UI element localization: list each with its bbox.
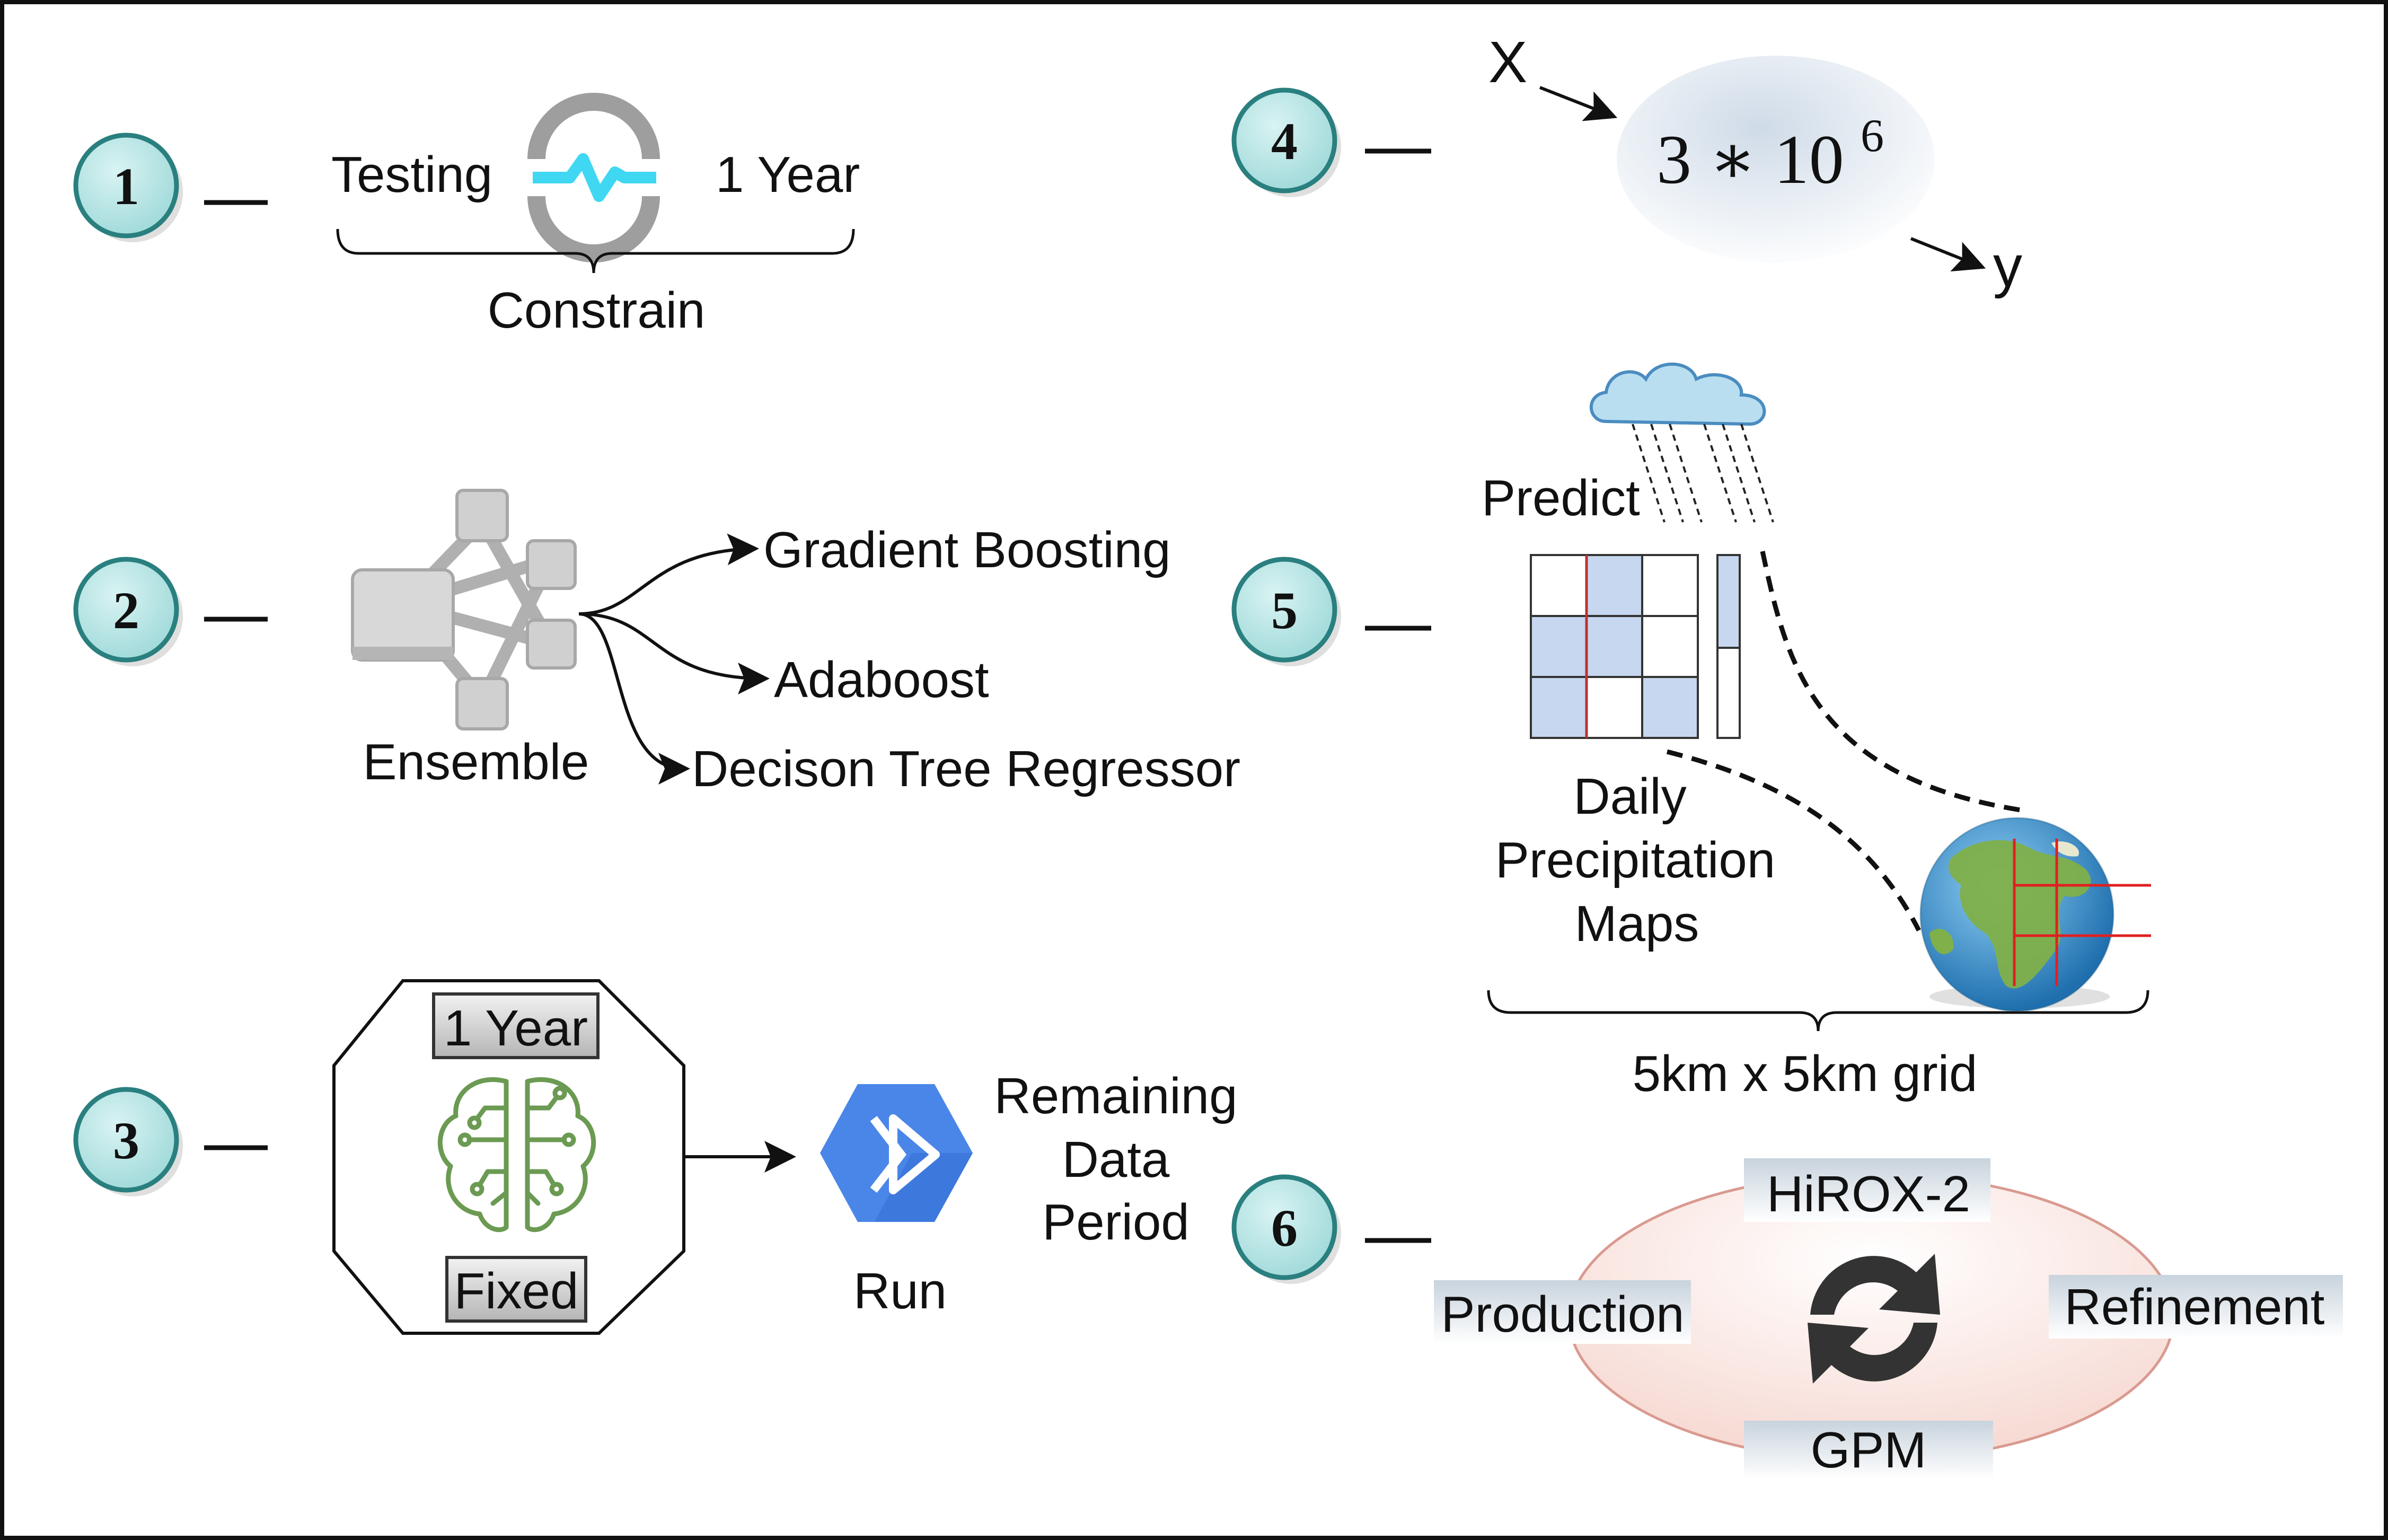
grid-brace bbox=[1487, 990, 2149, 1032]
refresh-cycle-icon bbox=[1808, 1254, 1940, 1384]
step-badge-3: 3 bbox=[73, 1087, 268, 1196]
step-number-3: 3 bbox=[113, 1111, 139, 1170]
step-badge-2: 2 bbox=[73, 557, 268, 666]
model-gradient-boosting: Gradient Boosting bbox=[763, 522, 1170, 578]
left-tag-bg bbox=[1434, 1280, 1691, 1344]
globe-icon bbox=[1919, 817, 2151, 1012]
step-badge-1: 1 bbox=[73, 133, 268, 242]
run-label: Run bbox=[853, 1263, 947, 1319]
y-arrow bbox=[1910, 237, 1986, 272]
octagon-frame bbox=[332, 979, 685, 1335]
bottom-tag-box bbox=[445, 1256, 587, 1323]
panel-3-run: 1 Year Fixed Run Remaining Data Period bbox=[332, 979, 1238, 1335]
ensemble-network-icon bbox=[351, 489, 577, 731]
panel-1-constrain: Testing 1 Year Constrain bbox=[331, 93, 860, 339]
gpm-label: GPM bbox=[1811, 1422, 1927, 1479]
panel-2-ensemble: Ensemble Gradient Boosting Adaboost Deci… bbox=[351, 489, 1240, 797]
model-adaboost: Adaboost bbox=[774, 652, 989, 708]
step-number-5: 5 bbox=[1271, 581, 1298, 640]
remaining-line-2: Data bbox=[1062, 1131, 1170, 1188]
production-label: Production bbox=[1441, 1286, 1685, 1343]
x-arrow bbox=[1539, 86, 1618, 121]
bottom-tag-bg bbox=[1744, 1421, 1993, 1479]
run-hexagon-icon bbox=[820, 1084, 973, 1222]
top-tag: 1 Year bbox=[444, 1000, 588, 1057]
precip-grid bbox=[1530, 554, 1741, 739]
panel-6-cycle: HiROX-2 Production Refinement GPM bbox=[1434, 1158, 2343, 1479]
formula-exponent: 6 bbox=[1861, 110, 1884, 162]
map-line-3: Maps bbox=[1575, 895, 1699, 952]
step-number-2: 2 bbox=[113, 581, 139, 640]
panel-5-prediction: Predict Daily bbox=[1482, 362, 2151, 1102]
constrain-brace bbox=[336, 228, 855, 274]
year-label: 1 Year bbox=[716, 146, 860, 203]
testing-label: Testing bbox=[331, 146, 492, 203]
step-number-6: 6 bbox=[1271, 1199, 1298, 1257]
model-decision-tree: Decison Tree Regressor bbox=[692, 741, 1240, 797]
map-line-2: Precipitation bbox=[1495, 832, 1775, 888]
step-badge-4: 4 bbox=[1231, 87, 1431, 197]
constrain-label: Constrain bbox=[488, 282, 706, 339]
map-line-1: Daily bbox=[1573, 768, 1686, 825]
step-badge-6: 6 bbox=[1231, 1174, 1431, 1284]
grid-label: 5km x 5km grid bbox=[1633, 1045, 1978, 1102]
top-tag-bg bbox=[1744, 1158, 1990, 1222]
formula-oval bbox=[1617, 56, 1935, 262]
panel-4-formula: X 3 ∗ 10 6 y bbox=[1488, 30, 2022, 299]
rain-cloud-icon bbox=[1589, 362, 1774, 523]
hirox-label: HiROX-2 bbox=[1767, 1166, 1970, 1222]
heartbeat-monitor-icon bbox=[527, 93, 660, 262]
remaining-line-3: Period bbox=[1042, 1194, 1189, 1251]
model-arrows bbox=[578, 533, 770, 785]
remaining-line-1: Remaining bbox=[994, 1068, 1238, 1124]
predict-label: Predict bbox=[1482, 470, 1640, 526]
dashed-connectors bbox=[1666, 551, 2028, 932]
top-tag-box bbox=[432, 992, 600, 1059]
bottom-tag: Fixed bbox=[454, 1263, 579, 1319]
step-number-4: 4 bbox=[1271, 112, 1298, 171]
step-number-1: 1 bbox=[113, 157, 139, 216]
y-label: y bbox=[1993, 234, 2022, 299]
ensemble-label: Ensemble bbox=[363, 734, 589, 790]
refinement-label: Refinement bbox=[2065, 1279, 2325, 1335]
brain-circuit-icon bbox=[437, 1077, 596, 1233]
x-label: X bbox=[1488, 30, 1527, 95]
right-tag-bg bbox=[2049, 1275, 2343, 1339]
step-badge-5: 5 bbox=[1231, 557, 1431, 666]
formula-base: 3 ∗ 10 bbox=[1656, 120, 1844, 198]
